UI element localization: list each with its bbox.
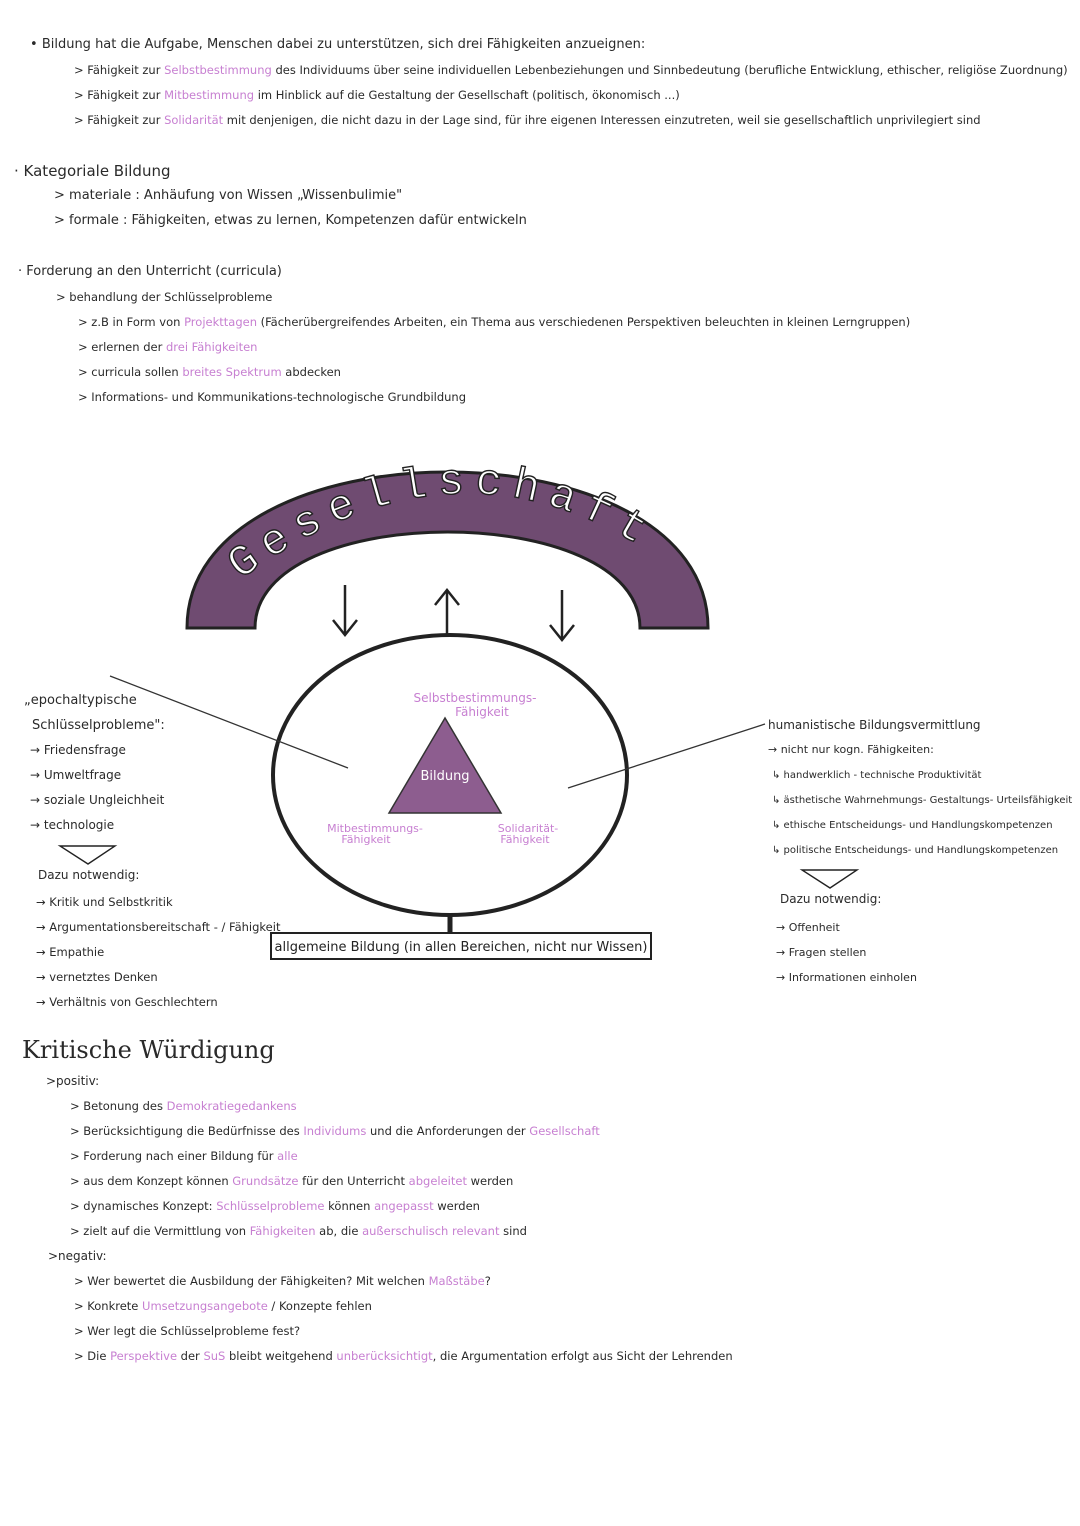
- negativ-item-4: > Die Perspektive der SuS bleibt weitgeh…: [74, 1349, 733, 1363]
- positiv-item-6: > zielt auf die Vermittlung von Fähigkei…: [70, 1224, 527, 1238]
- arrow-up-icon: [434, 587, 460, 635]
- right-needed: Dazu notwendig:: [780, 892, 882, 906]
- hollow-down-arrow-left-icon: [57, 845, 118, 865]
- right-needed-items: → Offenheit → Fragen stellen → Informati…: [776, 915, 917, 990]
- kategorial-item-1: > materiale : Anhäufung von Wissen „Wiss…: [54, 188, 403, 203]
- forderung-item-1: > z.B in Form von Projekttagen (Fächerüb…: [78, 315, 911, 329]
- top-label-line2: Fähigkeit: [455, 705, 509, 719]
- left-heading-1: „epochaltypische: [24, 693, 137, 708]
- right-item: ↳ handwerklich - technische Produktivitä…: [772, 770, 982, 781]
- forderung-heading: · Forderung an den Unterricht (curricula…: [18, 264, 282, 279]
- left-item: → Umweltfrage: [30, 768, 122, 782]
- right-item: ↳ politische Entscheidungs- und Handlung…: [772, 845, 1059, 856]
- left-label-line2: Fähigkeit: [341, 833, 391, 846]
- bildung-item-2: > Fähigkeit zur Mitbestimmung im Hinblic…: [74, 88, 680, 102]
- negativ-item-1: > Wer bewertet die Ausbildung der Fähigk…: [74, 1274, 491, 1288]
- right-heading: humanistische Bildungsvermittlung: [768, 718, 981, 732]
- left-needed-items: → Kritik und Selbstkritik → Argumentatio…: [36, 890, 280, 1015]
- bildung-triangle: [387, 716, 503, 814]
- left-items: → Friedensfrage → Umweltfrage → soziale …: [30, 738, 164, 838]
- right-sub: → nicht nur kogn. Fähigkeiten:: [768, 743, 934, 756]
- negativ-item-2: > Konkrete Umsetzungsangebote / Konzepte…: [74, 1299, 372, 1313]
- left-needed-item: → vernetztes Denken: [36, 970, 158, 984]
- arrow-down-right-icon: [549, 590, 575, 643]
- right-item: ↳ ethische Entscheidungs- und Handlungsk…: [772, 820, 1053, 831]
- positiv-item-5: > dynamisches Konzept: Schlüsselprobleme…: [70, 1199, 480, 1213]
- left-heading-2: Schlüsselprobleme":: [32, 718, 165, 733]
- left-needed-item: → Kritik und Selbstkritik: [36, 895, 173, 909]
- forderung-item-2: > erlernen der drei Fähigkeiten: [78, 340, 258, 354]
- right-item: ↳ ästhetische Wahrnehmungs- Gestaltungs-…: [772, 795, 1073, 806]
- connector-right: [567, 723, 766, 789]
- left-item: → technologie: [30, 818, 115, 832]
- bildung-item-1: > Fähigkeit zur Selbstbestimmung des Ind…: [74, 63, 1068, 77]
- right-needed-item: → Informationen einholen: [776, 971, 917, 984]
- bildung-center-label: Bildung: [420, 769, 469, 784]
- forderung-item-4: > Informations- und Kommunikations-techn…: [78, 390, 467, 404]
- kritisch-title: Kritische Würdigung: [22, 1036, 275, 1064]
- left-needed: Dazu notwendig:: [38, 868, 140, 882]
- forderung-item-3: > curricula sollen breites Spektrum abde…: [78, 365, 341, 379]
- top-label-line1: Selbstbestimmungs-: [414, 691, 537, 705]
- arrow-down-left-icon: [332, 585, 358, 638]
- bildung-diagram: Gesellschaft Bildung Selbstbestimmungs- …: [57, 456, 860, 960]
- forderung-sub: > behandlung der Schlüsselprobleme: [56, 290, 273, 304]
- left-item: → soziale Ungleichheit: [30, 793, 165, 807]
- positiv-item-1: > Betonung des Demokratiegedankens: [70, 1099, 297, 1113]
- base-box: [270, 932, 652, 960]
- right-items: ↳ handwerklich - technische Produktivitä…: [772, 763, 1072, 863]
- negativ-heading: >negativ:: [48, 1249, 107, 1263]
- positiv-item-2: > Berücksichtigung die Bedürfnisse des I…: [70, 1124, 600, 1138]
- right-needed-item: → Offenheit: [776, 921, 840, 934]
- left-label-line1: Mitbestimmungs-: [327, 822, 423, 835]
- connector-left: [109, 675, 349, 769]
- positiv-item-4: > aus dem Konzept können Grundsätze für …: [70, 1174, 514, 1188]
- right-needed-item: → Fragen stellen: [776, 946, 867, 959]
- left-needed-item: → Verhältnis von Geschlechtern: [36, 995, 218, 1009]
- hollow-down-arrow-right-icon: [799, 869, 860, 889]
- positiv-item-3: > Forderung nach einer Bildung für alle: [70, 1149, 298, 1163]
- right-label-line2: Fähigkeit: [500, 833, 550, 846]
- left-needed-item: → Empathie: [36, 945, 105, 959]
- base-label: allgemeine Bildung (in allen Bereichen, …: [275, 940, 648, 955]
- bildung-item-3: > Fähigkeit zur Solidarität mit denjenig…: [74, 113, 981, 127]
- right-label-line1: Solidarität-: [498, 822, 558, 835]
- gesellschaft-arch: [185, 470, 710, 630]
- left-item: → Friedensfrage: [30, 743, 126, 757]
- negativ-item-3: > Wer legt die Schlüsselprobleme fest?: [74, 1324, 301, 1338]
- positiv-heading: >positiv:: [46, 1074, 100, 1088]
- bildung-intro: • Bildung hat die Aufgabe, Menschen dabe…: [30, 37, 646, 52]
- kategorial-item-2: > formale : Fähigkeiten, etwas zu lernen…: [54, 213, 527, 228]
- left-needed-item: → Argumentationsbereitschaft - / Fähigke…: [36, 920, 281, 934]
- kategorial-heading: · Kategoriale Bildung: [14, 162, 171, 180]
